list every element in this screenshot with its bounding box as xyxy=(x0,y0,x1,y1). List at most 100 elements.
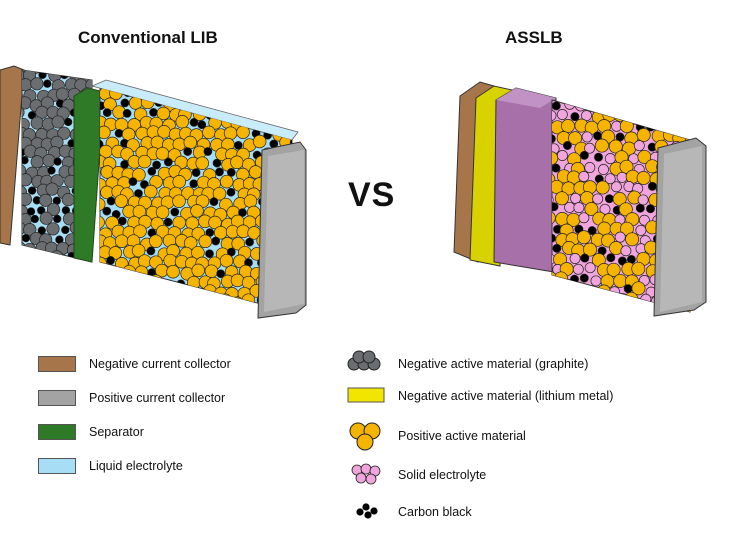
particle xyxy=(167,265,180,278)
particle xyxy=(561,119,574,132)
particle xyxy=(624,285,632,293)
particle xyxy=(204,148,212,156)
particle xyxy=(634,98,647,111)
particle xyxy=(123,284,136,297)
particle xyxy=(65,63,73,71)
particle xyxy=(571,193,581,203)
particle xyxy=(213,159,221,167)
particle xyxy=(205,90,213,98)
particle xyxy=(164,254,177,267)
particle xyxy=(581,254,589,262)
particle xyxy=(173,78,186,91)
legend-swatch-positive-collector xyxy=(38,390,76,406)
legend-label-separator: Separator xyxy=(89,425,144,439)
particle xyxy=(610,287,620,297)
particle xyxy=(293,82,301,90)
legend-label-liquid-electrolyte: Liquid electrolyte xyxy=(89,459,183,473)
particle xyxy=(586,286,596,296)
particle xyxy=(129,178,137,186)
particle xyxy=(179,287,192,300)
particle xyxy=(53,215,61,223)
particle xyxy=(668,121,678,131)
particle xyxy=(612,306,622,316)
particle xyxy=(673,109,686,122)
particle xyxy=(56,88,68,100)
particle xyxy=(64,118,72,126)
ss-positive-collector-face xyxy=(660,146,702,312)
particle xyxy=(633,302,646,315)
particle xyxy=(115,129,123,137)
particle xyxy=(552,164,560,172)
particle xyxy=(150,108,158,116)
particle xyxy=(261,108,274,121)
particle xyxy=(593,92,601,100)
legend-label-positive-collector: Positive current collector xyxy=(89,391,225,405)
particle xyxy=(241,91,249,99)
particle xyxy=(244,97,257,110)
particle xyxy=(573,303,586,316)
particle xyxy=(650,92,660,102)
particle xyxy=(185,297,198,310)
particle xyxy=(7,253,19,265)
particle xyxy=(591,276,601,286)
particle xyxy=(626,233,639,246)
particle xyxy=(260,88,273,101)
particle xyxy=(598,164,608,174)
particle xyxy=(573,264,583,274)
particle xyxy=(149,235,162,248)
particle xyxy=(266,97,279,110)
particle xyxy=(579,294,589,304)
legend-label-carbon-black: Carbon black xyxy=(398,505,472,519)
particle xyxy=(291,120,299,128)
positive-particles-icon xyxy=(350,423,380,450)
particle xyxy=(552,102,560,110)
particle xyxy=(281,80,289,88)
particle xyxy=(115,235,128,248)
particle xyxy=(231,274,244,287)
particle xyxy=(19,174,31,186)
particle xyxy=(549,285,559,295)
particle xyxy=(48,167,56,175)
particle xyxy=(99,305,112,318)
particle xyxy=(244,78,257,91)
particle xyxy=(553,244,561,252)
particle xyxy=(276,96,289,109)
particle xyxy=(637,112,650,125)
particle xyxy=(601,295,614,308)
particle xyxy=(557,109,567,119)
particle xyxy=(28,187,36,195)
ss-solid-electrolyte-layer xyxy=(494,88,556,272)
particle xyxy=(41,59,53,71)
particle xyxy=(165,79,178,92)
particle xyxy=(231,156,244,169)
particle xyxy=(681,101,694,114)
particle xyxy=(47,223,59,235)
particle xyxy=(21,255,29,263)
legend-label-lithium-metal: Negative active material (lithium metal) xyxy=(398,389,613,403)
particle xyxy=(111,267,124,280)
particle xyxy=(233,98,246,111)
particle xyxy=(256,98,264,106)
particle xyxy=(210,198,218,206)
particle xyxy=(680,123,690,133)
vs-label: VS xyxy=(348,176,395,215)
particle xyxy=(231,297,244,310)
particle xyxy=(233,77,246,90)
particle xyxy=(605,195,613,203)
particle xyxy=(112,285,125,298)
particle xyxy=(224,306,237,319)
particle xyxy=(267,79,280,92)
particle xyxy=(196,157,209,170)
particle xyxy=(219,97,232,110)
particle xyxy=(181,304,194,317)
particle xyxy=(53,58,65,70)
particle xyxy=(24,145,36,157)
particle xyxy=(586,305,599,318)
particle xyxy=(255,77,268,90)
particle xyxy=(593,294,606,307)
particle xyxy=(133,284,146,297)
particle xyxy=(129,296,142,309)
particle xyxy=(196,77,209,90)
conventional-lib-cell xyxy=(0,58,306,319)
